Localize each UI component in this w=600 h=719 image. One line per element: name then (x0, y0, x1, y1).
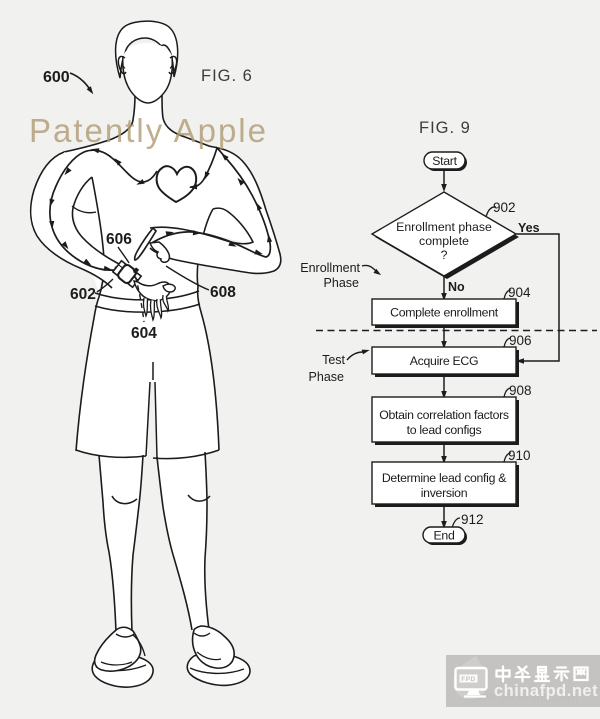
svg-text:inversion: inversion (421, 486, 468, 500)
svg-text:Acquire ECG: Acquire ECG (410, 354, 478, 368)
svg-text:FIG. 6: FIG. 6 (201, 67, 253, 85)
svg-text:906: 906 (509, 333, 532, 348)
svg-text:FPD: FPD (461, 676, 476, 683)
svg-text:Yes: Yes (518, 221, 540, 235)
svg-text:www.sitcofans.com: www.sitcofans.com (467, 689, 579, 704)
svg-text:904: 904 (508, 285, 531, 300)
svg-text:606: 606 (106, 231, 132, 248)
svg-text:Determine lead config &: Determine lead config & (382, 471, 507, 485)
svg-text:Test: Test (322, 353, 345, 367)
svg-text:600: 600 (43, 69, 70, 86)
svg-text:912: 912 (461, 512, 484, 527)
svg-text:No: No (448, 280, 465, 294)
svg-text:to lead configs: to lead configs (407, 423, 482, 437)
svg-text:?: ? (441, 248, 448, 262)
svg-text:End: End (434, 529, 455, 543)
svg-text:608: 608 (210, 284, 236, 301)
svg-text:chinafpd.net: chinafpd.net (494, 682, 598, 700)
svg-text:complete: complete (419, 234, 469, 248)
svg-text:902: 902 (493, 200, 516, 215)
svg-text:Enrollment: Enrollment (300, 261, 360, 275)
svg-text:604: 604 (131, 325, 157, 342)
svg-text:Complete enrollment: Complete enrollment (390, 306, 499, 320)
svg-text:Phase: Phase (324, 276, 359, 290)
svg-text:Obtain correlation factors: Obtain correlation factors (379, 408, 509, 422)
svg-text:Start: Start (432, 154, 457, 168)
svg-text:910: 910 (508, 448, 531, 463)
svg-text:Enrollment phase: Enrollment phase (396, 220, 492, 234)
svg-text:Patently Apple: Patently Apple (29, 112, 268, 149)
svg-text:Phase: Phase (309, 370, 344, 384)
svg-text:FIG. 9: FIG. 9 (419, 119, 471, 137)
svg-text:602: 602 (70, 286, 96, 303)
svg-text:908: 908 (509, 383, 532, 398)
